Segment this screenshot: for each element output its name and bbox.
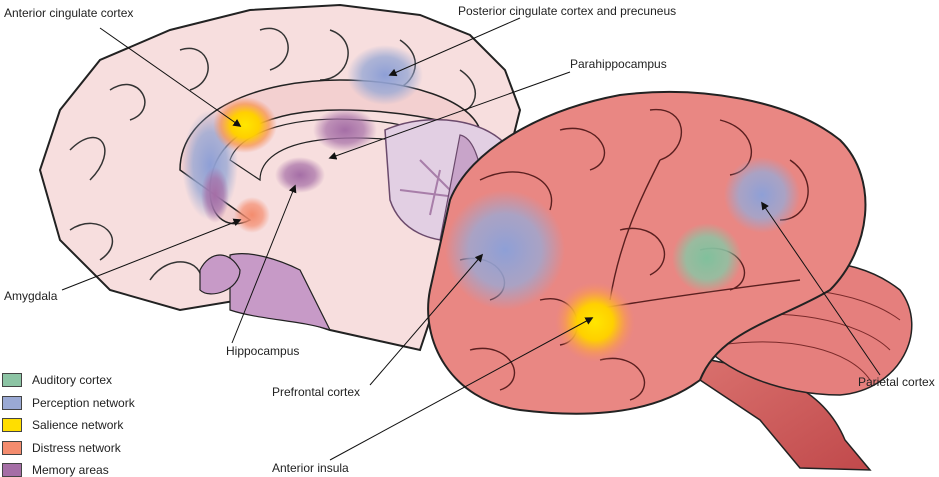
label-posterior-cingulate-cortex: Posterior cingulate cortex and precuneus [458, 4, 677, 18]
legend-swatch [2, 395, 22, 410]
label-anterior-cingulate-cortex: Anterior cingulate cortex [4, 6, 134, 20]
legend-swatch [2, 373, 22, 388]
label-anterior-insula: Anterior insula [272, 461, 349, 475]
legend-item-memory: Memory areas [2, 459, 135, 477]
lateral-brain [427, 91, 913, 471]
label-parietal-cortex: Parietal cortex [858, 375, 935, 389]
legend-item-distress: Distress network [2, 437, 135, 460]
label-hippocampus: Hippocampus [226, 344, 300, 358]
legend: Auditory cortex Perception network Salie… [2, 369, 135, 477]
legend-swatch [2, 463, 22, 477]
legend-swatch [2, 440, 22, 455]
legend-item-perception: Perception network [2, 392, 135, 415]
legend-label: Distress network [32, 440, 121, 455]
legend-label: Salience network [32, 418, 124, 433]
legend-item-salience: Salience network [2, 414, 135, 437]
legend-label: Perception network [32, 395, 135, 410]
label-prefrontal-cortex: Prefrontal cortex [272, 385, 361, 399]
annotation-arrows [61, 17, 881, 461]
label-amygdala: Amygdala [4, 289, 58, 303]
legend-item-auditory: Auditory cortex [2, 369, 135, 392]
label-parahippocampus: Parahippocampus [570, 57, 667, 71]
legend-swatch [2, 418, 22, 433]
legend-label: Auditory cortex [32, 373, 113, 388]
legend-label: Memory areas [32, 463, 109, 477]
